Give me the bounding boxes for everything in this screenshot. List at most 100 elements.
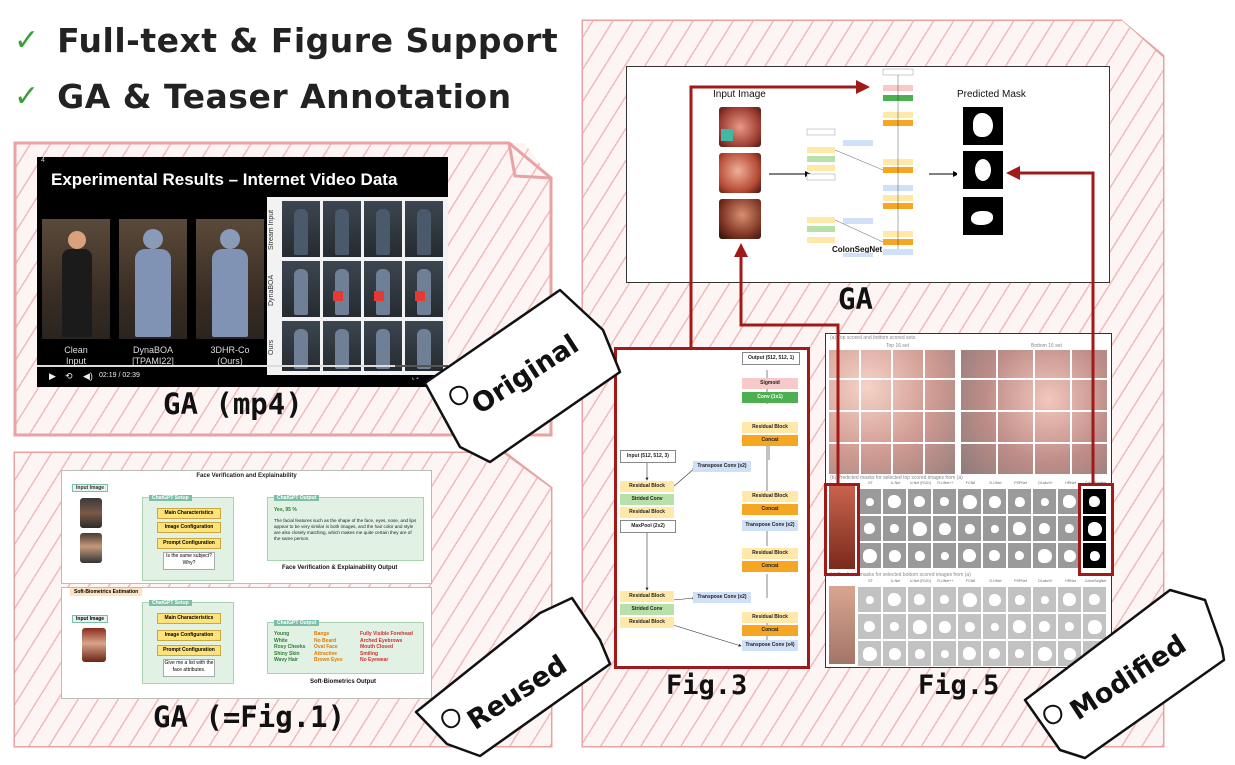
attribute-item: No Beard — [314, 637, 337, 644]
column-label: 3DHR-Co(Ours) — [210, 345, 250, 366]
grid-frame — [364, 201, 402, 257]
mask-cell — [1033, 516, 1056, 541]
mask-cell — [858, 543, 881, 568]
face-photo — [80, 498, 102, 528]
mask-cell — [883, 641, 906, 666]
fig3-block: Residual Block — [620, 591, 674, 602]
mask-cell — [1058, 587, 1081, 612]
attribute-item: Wavy Hair — [274, 657, 298, 663]
grid-frame — [364, 261, 402, 317]
fig3-block: Concat — [742, 435, 798, 446]
fullscreen-icon[interactable]: ⛶ — [412, 371, 419, 381]
tag-modified: Modified — [1023, 588, 1226, 760]
mask-cell — [1058, 614, 1081, 639]
attribute-item: Rosy Cheeks — [274, 644, 306, 650]
prompt-configuration-button: Prompt Configuration — [157, 538, 221, 549]
video-player[interactable]: 4 Experimental Results – Internet Video … — [37, 157, 448, 387]
colon-image — [719, 107, 761, 147]
output-label: Face Verification & Explainability Outpu… — [282, 565, 398, 571]
method-label: U-Net (R101) — [909, 579, 932, 583]
method-label: GT — [868, 579, 873, 583]
attribute-item: Bangs — [314, 631, 330, 637]
fig5-set-label: Bottom 16 set — [1031, 343, 1062, 349]
top-set-grid — [829, 350, 955, 474]
mask-cell — [1008, 587, 1031, 612]
fig3-block: Transpose Conv (x2) — [693, 461, 751, 472]
attribute-item: Shiny Skin — [274, 650, 300, 657]
fig3-block: Input (512, 512, 3) — [620, 450, 676, 463]
attribute-item: Oval Face — [314, 644, 338, 650]
mask-cell — [933, 543, 956, 568]
mask-cell — [983, 641, 1006, 666]
fig3-block: Concat — [742, 504, 798, 515]
colon-image — [719, 153, 761, 193]
ga-caption: GA — [838, 282, 873, 316]
fold-corner — [507, 142, 552, 180]
output-label: Soft-Biometrics Output — [310, 679, 376, 685]
method-label: ColonSegNet — [1084, 579, 1107, 583]
mini-architecture — [769, 68, 957, 257]
fig3-block: Residual Block — [742, 491, 798, 502]
arrow-fig3-to-ga — [689, 85, 858, 347]
attribute-item: White — [274, 637, 288, 644]
method-label: D-UNet — [989, 579, 1002, 583]
loop-icon[interactable]: ⟲ — [65, 371, 73, 381]
method-label: HRNet — [1065, 579, 1076, 583]
time-display: 02:19 / 02:39 — [99, 372, 140, 379]
fig3-block: Conv (1x1) — [742, 392, 798, 403]
method-label: D-UNet — [989, 481, 1002, 485]
tag-original: Original — [423, 288, 622, 464]
mask-cell — [1083, 489, 1106, 514]
mask-cell — [858, 641, 881, 666]
feature-item: ✓ GA & Teaser Annotation — [14, 76, 558, 116]
mask-cell — [1033, 587, 1056, 612]
grid-frame — [405, 201, 443, 257]
row-b-input-images — [829, 485, 855, 569]
fig5-row-label: (a) Top scored and bottom scored sets — [830, 335, 916, 341]
mask-cell — [858, 587, 881, 612]
method-label: FCN8 — [965, 481, 976, 485]
frame-clean — [42, 219, 110, 339]
prompt-question: Is the same subject? Why? — [163, 552, 215, 570]
fig5-row-label: (b) Predicted masks for selected top sco… — [830, 475, 963, 481]
mask-cell — [958, 587, 981, 612]
play-icon[interactable]: ▶ — [49, 371, 56, 381]
mask-cell — [908, 516, 931, 541]
check-icon: ✓ — [14, 78, 40, 114]
predicted-mask-label: Predicted Mask — [957, 89, 1026, 100]
attribute-item: Attractive — [314, 650, 338, 657]
main-characteristics-button: Main Characteristics — [157, 508, 221, 519]
mask-image — [963, 151, 1003, 189]
frame-3dhrco — [196, 219, 264, 339]
fig3-caption: Fig.3 — [666, 670, 748, 701]
mask-cell — [1033, 641, 1056, 666]
face-photo — [80, 533, 102, 563]
reused-caption: GA (=Fig.1) — [153, 700, 346, 734]
image-configuration-button: Image Configuration — [157, 630, 221, 641]
fig3-block: Concat — [742, 625, 798, 636]
input-image-label: Input Image — [713, 89, 766, 100]
volume-icon[interactable]: ◀) — [83, 371, 93, 381]
prompt-question: Give me a list with the face attributes. — [163, 659, 215, 677]
progress-track[interactable] — [37, 365, 448, 367]
method-label: U-Net — [890, 481, 901, 485]
mask-cell — [958, 543, 981, 568]
attribute-item: Mouth Closed — [360, 644, 394, 650]
fig3-block: Residual Block — [620, 481, 674, 492]
mask-cell — [933, 614, 956, 639]
fig5-highlight-masks — [1078, 483, 1114, 576]
fig5-set-label: Top 16 set — [886, 343, 910, 349]
mask-cell — [908, 489, 931, 514]
method-label: DLabv3+ — [1038, 481, 1053, 485]
mask-cell — [858, 489, 881, 514]
attribute-item: Arched Eyebrows — [360, 637, 403, 644]
video-caption: GA (mp4) — [163, 387, 303, 421]
mask-cell — [983, 587, 1006, 612]
setup-box: ChatGPT Setup Main Characteristics Image… — [142, 495, 234, 581]
feature-list: ✓ Full-text & Figure Support ✓ GA & Teas… — [14, 20, 558, 116]
mask-cell — [1033, 614, 1056, 639]
mask-cell — [883, 489, 906, 514]
